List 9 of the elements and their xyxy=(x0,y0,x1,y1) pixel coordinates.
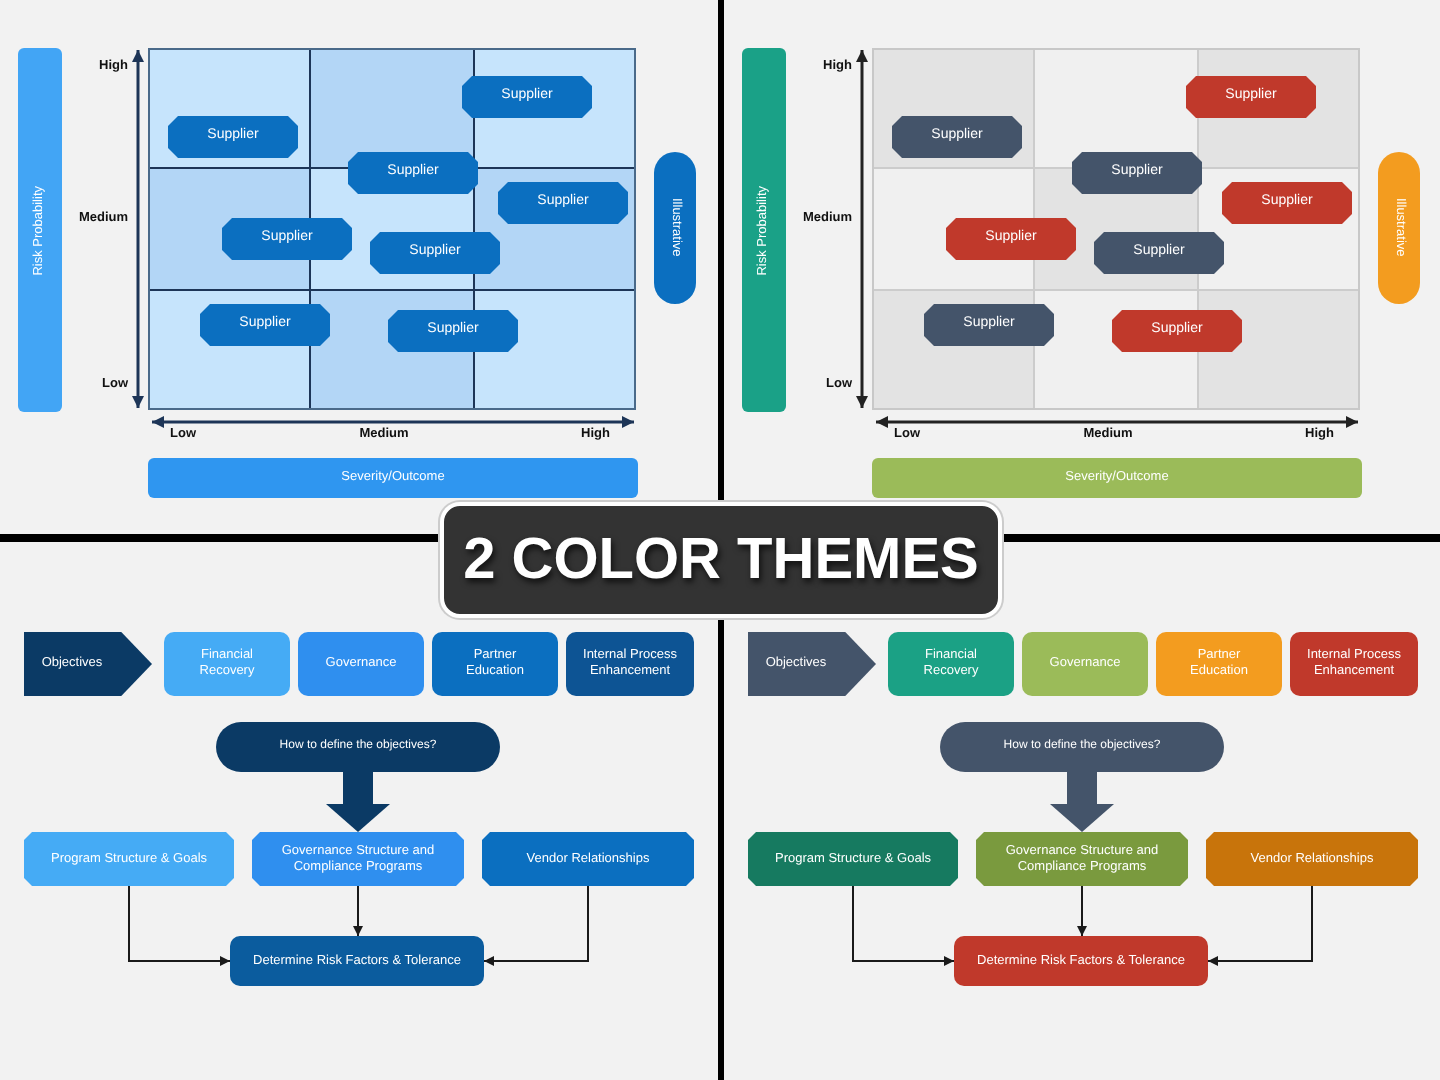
connector-arrow xyxy=(128,885,231,966)
connector-arrow xyxy=(483,885,589,966)
connector-arrow xyxy=(1077,885,1087,937)
connector-arrow xyxy=(1207,885,1313,966)
connector-arrow xyxy=(353,885,363,937)
block-arrow xyxy=(326,772,390,832)
connector-arrow xyxy=(852,885,955,966)
title-banner: 2 COLOR THEMES xyxy=(440,502,1002,618)
block-arrow xyxy=(1050,772,1114,832)
